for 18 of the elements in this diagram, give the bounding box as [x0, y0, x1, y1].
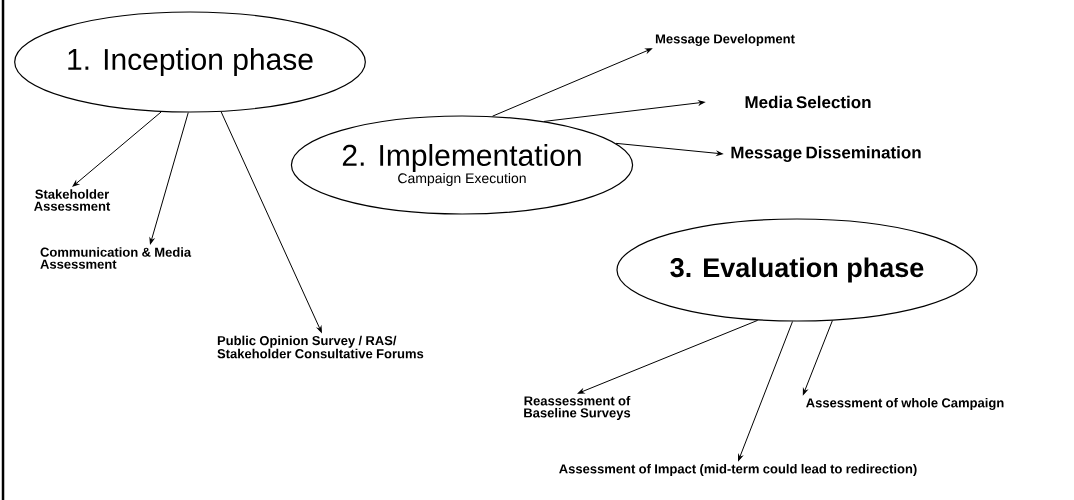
arrow: [738, 321, 793, 461]
arrow: [543, 100, 705, 122]
step-label: Assessment of Impact (mid-term could lead to redirection): [559, 463, 917, 477]
arrow: [72, 111, 162, 187]
step-label: Public Opinion Survey / RAS/ Stakeholder Consultative Forums: [217, 335, 424, 359]
step-label: Reassessment of Baseline Surveys: [524, 395, 631, 421]
arrow: [492, 48, 652, 117]
arrow: [577, 319, 759, 394]
arrow: [220, 111, 322, 333]
arrow: [149, 112, 189, 245]
step-label: Message Development: [655, 33, 795, 47]
step-label: Assessment of whole Campaign: [806, 397, 1004, 411]
step-label: Stakeholder Assessment: [34, 189, 111, 211]
step-label: Media Selection: [745, 95, 871, 109]
arrow: [615, 142, 723, 156]
step-label: Message Dissemination: [731, 146, 921, 162]
step-label: Communication & Media Assessment: [40, 247, 192, 269]
arrow: [802, 320, 833, 395]
